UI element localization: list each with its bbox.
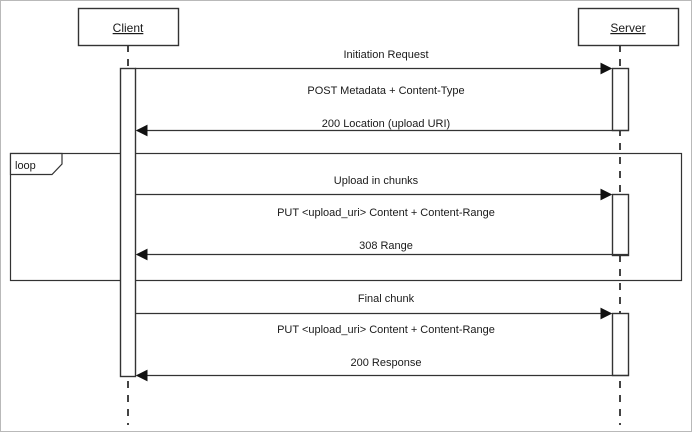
note-final-chunk: Final chunk xyxy=(358,293,415,305)
label-200-location: 200 Location (upload URI) xyxy=(322,118,450,130)
activation-bar-server-3 xyxy=(611,312,630,377)
label-post-metadata: POST Metadata + Content-Type xyxy=(307,85,464,97)
activation-bar-server-2 xyxy=(611,193,630,257)
label-308-range: 308 Range xyxy=(359,240,413,252)
participant-label-client: Client xyxy=(113,21,144,35)
fragment-loop-tab xyxy=(9,152,63,176)
participant-box-server[interactable] xyxy=(577,7,680,47)
label-put-final: PUT <upload_uri> Content + Content-Range xyxy=(277,324,495,336)
participant-box-client[interactable] xyxy=(77,7,180,47)
note-initiation-request: Initiation Request xyxy=(344,49,429,61)
label-put-chunk: PUT <upload_uri> Content + Content-Range xyxy=(277,207,495,219)
note-upload-in-chunks: Upload in chunks xyxy=(334,175,419,187)
participant-label-server: Server xyxy=(610,21,645,35)
activation-bar-server-1 xyxy=(611,67,630,132)
fragment-loop-label: loop xyxy=(15,160,36,172)
fragment-loop-box xyxy=(9,152,683,282)
label-200-response: 200 Response xyxy=(351,357,422,369)
activation-bar-client xyxy=(119,67,137,378)
